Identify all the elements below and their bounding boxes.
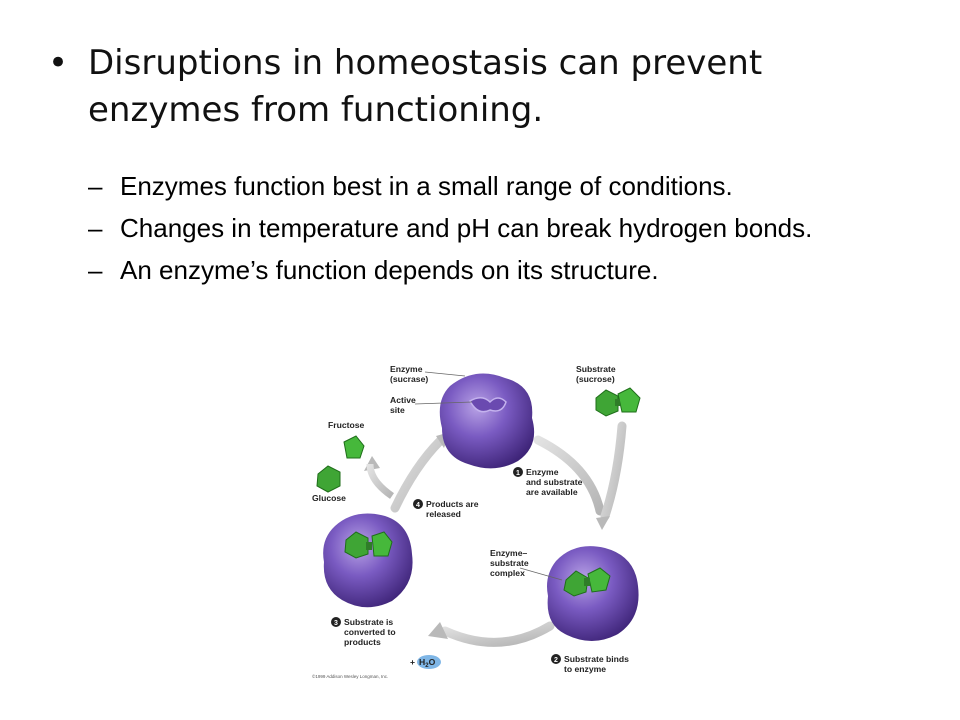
sucrose-molecule-icon	[595, 387, 641, 417]
svg-text:2: 2	[554, 657, 558, 664]
label-fructose: Fructose	[328, 420, 365, 430]
copyright-notice: ©1999 Addison Wesley Longman, Inc.	[312, 673, 388, 679]
svg-text:H2O: H2O	[419, 657, 436, 669]
arrowhead-icon	[428, 622, 448, 639]
svg-text:1: 1	[516, 470, 520, 477]
cycle-arrows	[390, 421, 627, 647]
label-glucose: Glucose	[312, 493, 346, 503]
enzyme-converting-icon	[323, 513, 413, 608]
sub-bullet-item: – Enzymes function best in a small range…	[88, 170, 878, 203]
sub-bullet-text: Enzymes function best in a small range o…	[120, 171, 733, 201]
sub-bullet-item: – Changes in temperature and pH can brea…	[88, 212, 878, 245]
label-pointers	[414, 371, 563, 581]
sub-bullet-text: Changes in temperature and pH can break …	[120, 213, 813, 243]
enzyme-free-icon	[439, 373, 535, 469]
arrowhead-icon	[596, 516, 610, 530]
step-number-badge	[513, 467, 523, 477]
main-bullet: • Disruptions in homeostasis can prevent…	[48, 40, 868, 134]
bullet-dot: •	[48, 43, 69, 83]
enzyme-substrate-complex-icon	[547, 546, 639, 641]
dash-marker: –	[88, 213, 103, 243]
step-number-badge	[413, 499, 423, 509]
arrow-substrate-in	[600, 421, 627, 521]
step-number-badge	[331, 617, 341, 627]
step-number-badge	[551, 654, 561, 664]
svg-text:3: 3	[334, 620, 338, 627]
arrow-right-upper	[533, 435, 605, 516]
arrow-products-out	[366, 463, 395, 499]
svg-text:+: +	[410, 657, 415, 667]
arrow-bottom	[440, 621, 555, 647]
dash-marker: –	[88, 255, 103, 285]
sub-bullet-list: – Enzymes function best in a small range…	[88, 170, 878, 296]
arrow-left	[390, 436, 445, 513]
svg-text:4: 4	[416, 502, 420, 509]
label-enzyme: Enzyme(sucrase)	[390, 364, 428, 384]
glucose-molecule-icon	[316, 465, 341, 493]
active-site-icon	[468, 397, 507, 413]
water-molecule-icon: + H2O	[410, 655, 441, 669]
label-substrate: Substrate(sucrose)	[576, 364, 616, 384]
fructose-molecule-icon	[343, 435, 365, 459]
sub-bullet-item: – An enzyme’s function depends on its st…	[88, 254, 878, 287]
sub-bullet-text: An enzyme’s function depends on its stru…	[120, 255, 659, 285]
dash-marker: –	[88, 171, 103, 201]
main-bullet-text: Disruptions in homeostasis can prevent e…	[88, 43, 763, 130]
